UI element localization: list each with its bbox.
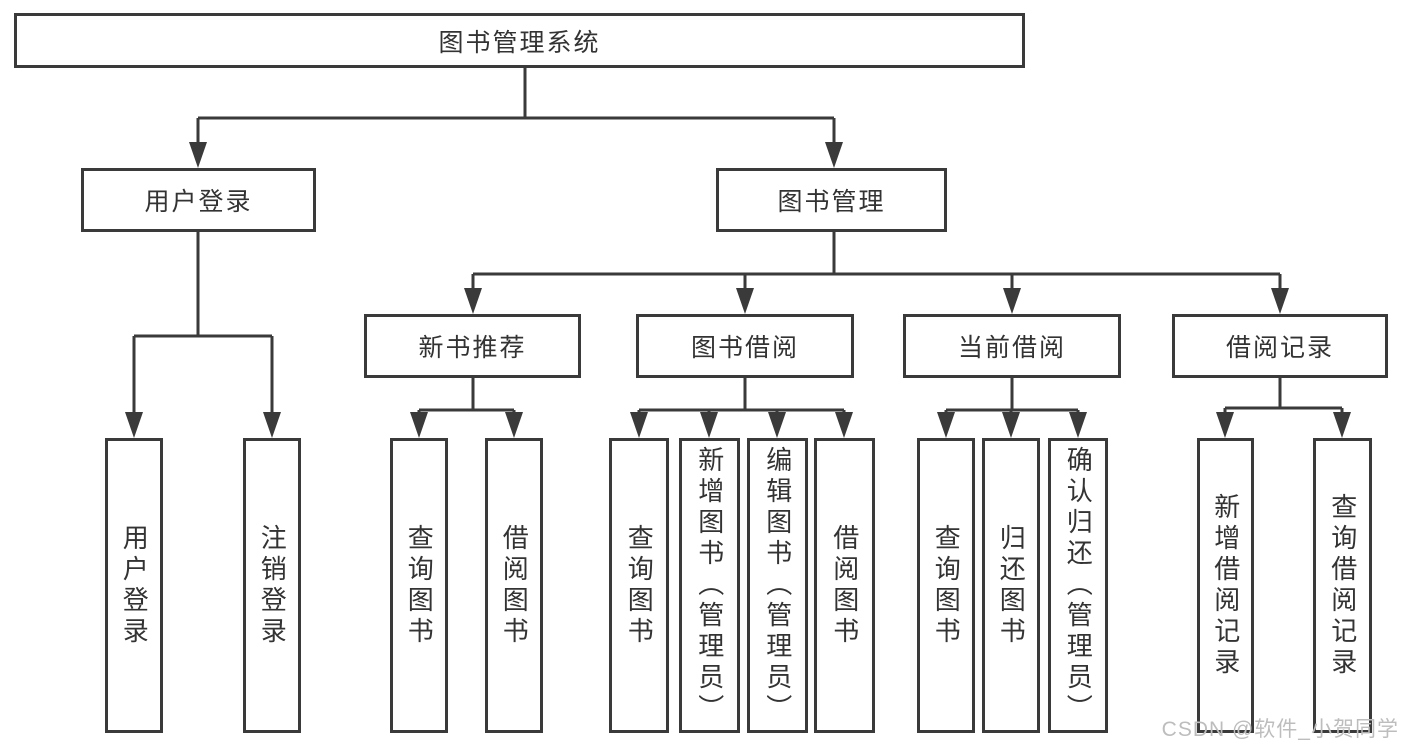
leaf-query-books-3-label: 查询图书 — [931, 523, 962, 648]
leaf-query-books-2: 查询图书 — [609, 438, 669, 733]
node-book-management: 图书管理 — [716, 168, 947, 232]
node-current-borrow: 当前借阅 — [903, 314, 1121, 378]
node-new-books: 新书推荐 — [364, 314, 581, 378]
leaf-query-books-3: 查询图书 — [917, 438, 975, 733]
leaf-return-books: 归还图书 — [982, 438, 1040, 733]
leaf-borrow-books-2-label: 借阅图书 — [829, 523, 860, 648]
node-book-borrow: 图书借阅 — [636, 314, 854, 378]
leaf-borrow-books-2: 借阅图书 — [814, 438, 875, 733]
node-user-login: 用户登录 — [81, 168, 316, 232]
node-root-label: 图书管理系统 — [438, 28, 601, 57]
leaf-query-books-1-label: 查询图书 — [404, 523, 435, 648]
leaf-query-borrow-record: 查询借阅记录 — [1313, 438, 1372, 733]
csdn-watermark: CSDN @软件_小贺同学 — [1161, 718, 1399, 741]
node-current-borrow-label: 当前借阅 — [957, 334, 1066, 362]
leaf-query-books-1: 查询图书 — [390, 438, 448, 733]
arrowheads — [125, 142, 1351, 438]
node-user-login-label: 用户登录 — [144, 188, 253, 216]
leaf-add-borrow-record: 新增借阅记录 — [1197, 438, 1254, 733]
leaf-add-books-admin-label: 新增图书（管理员） — [694, 446, 725, 725]
leaf-borrow-books-1-label: 借阅图书 — [499, 523, 530, 648]
leaf-add-books-admin: 新增图书（管理员） — [679, 438, 740, 733]
node-borrow-records: 借阅记录 — [1172, 314, 1388, 378]
leaf-query-books-2-label: 查询图书 — [624, 523, 655, 648]
leaf-borrow-books-1: 借阅图书 — [485, 438, 543, 733]
leaf-return-books-label: 归还图书 — [996, 523, 1027, 648]
leaf-query-borrow-record-label: 查询借阅记录 — [1327, 492, 1358, 679]
node-new-books-label: 新书推荐 — [418, 334, 527, 362]
leaf-edit-books-admin-label: 编辑图书（管理员） — [762, 446, 793, 725]
node-root: 图书管理系统 — [14, 13, 1025, 68]
leaf-user-login-label: 用户登录 — [119, 523, 150, 648]
leaf-user-login: 用户登录 — [105, 438, 163, 733]
node-book-borrow-label: 图书借阅 — [690, 334, 799, 362]
leaf-confirm-return-admin: 确认归还（管理员） — [1048, 438, 1108, 733]
node-borrow-records-label: 借阅记录 — [1225, 334, 1334, 362]
leaf-confirm-return-admin-label: 确认归还（管理员） — [1063, 446, 1094, 725]
node-book-management-label: 图书管理 — [777, 188, 886, 216]
leaf-add-borrow-record-label: 新增借阅记录 — [1210, 492, 1241, 679]
leaf-logout-label: 注销登录 — [257, 523, 288, 648]
leaf-logout: 注销登录 — [243, 438, 301, 733]
connector-paths — [132, 68, 1344, 420]
leaf-edit-books-admin: 编辑图书（管理员） — [747, 438, 808, 733]
